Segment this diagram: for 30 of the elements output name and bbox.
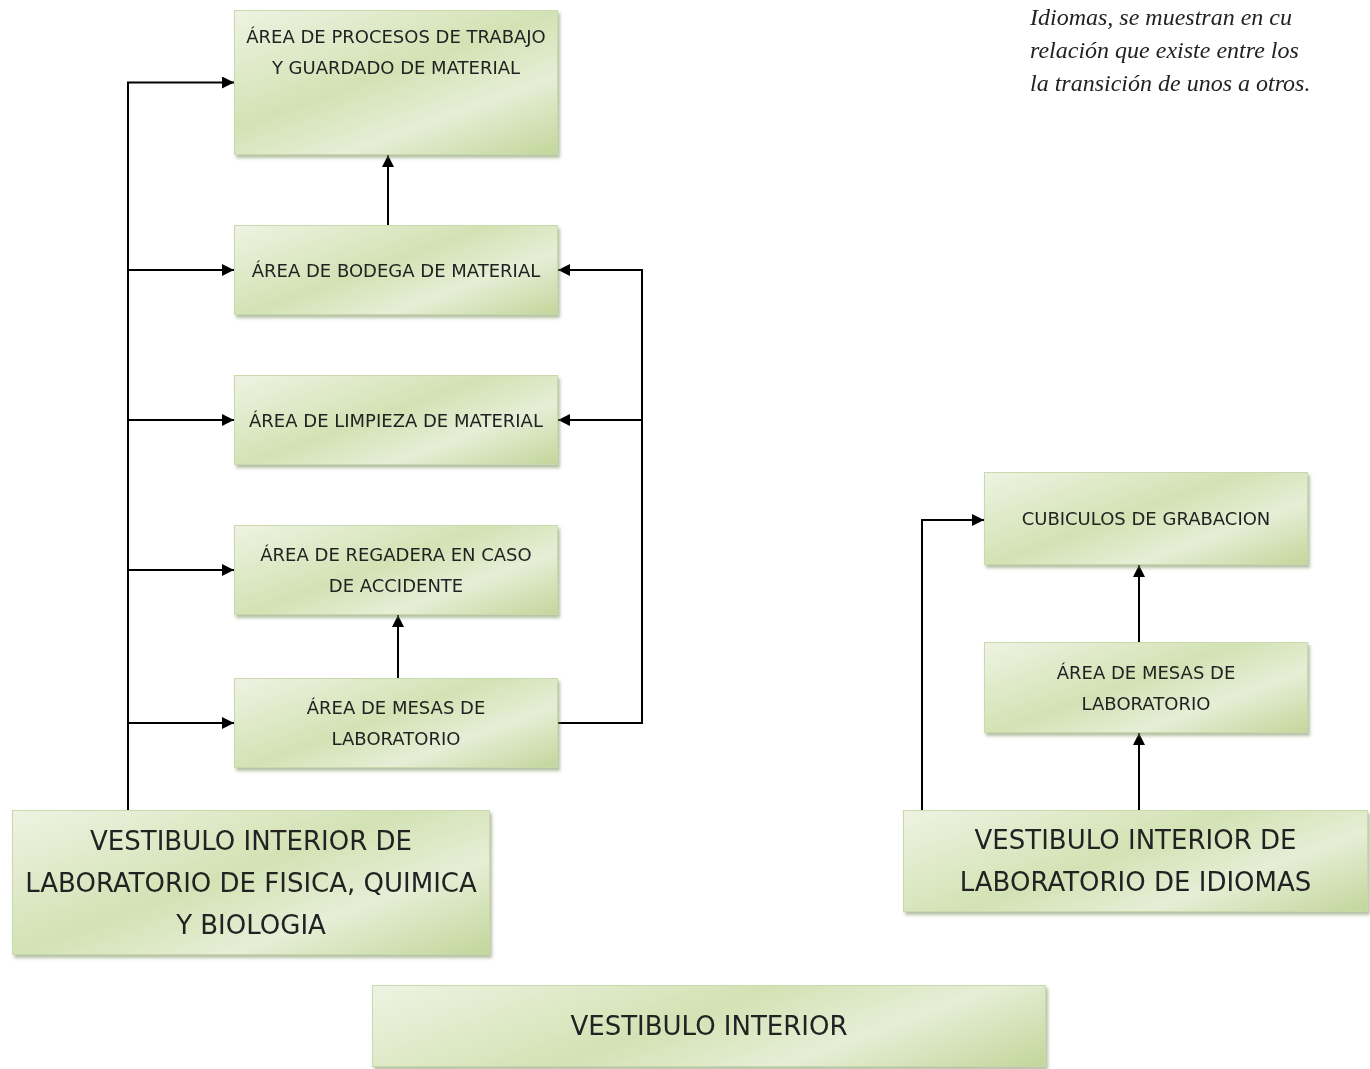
process-box (984, 472, 1308, 565)
note-text: relación que existe entre los (1030, 37, 1299, 64)
process-box (234, 10, 558, 155)
arrow (392, 614, 404, 679)
box-label: VESTIBULO INTERIOR (570, 1010, 848, 1043)
box-label: ÁREA DE MESAS DE LABORATORIO (305, 696, 487, 751)
arrow (921, 514, 985, 811)
box-label: VESTIBULO INTERIOR DE LABORATORIO DE FISICA, QUIMICA Y BIOLOGIA (24, 824, 478, 942)
arrow (1133, 732, 1145, 811)
arrow (557, 414, 643, 724)
process-box (234, 525, 558, 615)
box-label: ÁREA DE PROCESOS DE TRABAJO Y GUARDADO DE MATERIAL (245, 25, 547, 80)
box-label: ÁREA DE BODEGA DE MATERIAL (251, 258, 541, 283)
box-label: CUBICULOS DE GRABACION (1021, 507, 1271, 531)
process-box (372, 985, 1046, 1067)
box-label: ÁREA DE REGADERA EN CASO DE ACCIDENTE (259, 543, 533, 598)
box-label: VESTIBULO INTERIOR DE LABORATORIO DE IDIOMAS (958, 824, 1313, 899)
arrow (382, 154, 394, 226)
note-text: Idiomas, se muestran en cu (1030, 4, 1292, 31)
process-box (234, 375, 558, 465)
process-box (12, 810, 490, 955)
process-box (234, 225, 558, 315)
process-box (984, 642, 1308, 733)
arrow (127, 717, 235, 811)
note-text: la transición de unos a otros. (1030, 70, 1311, 97)
process-box (903, 810, 1368, 912)
process-box (234, 678, 558, 768)
arrow (1133, 564, 1145, 643)
box-label: ÁREA DE MESAS DE LABORATORIO (1055, 660, 1237, 716)
box-label: ÁREA DE LIMPIEZA DE MATERIAL (249, 408, 543, 433)
